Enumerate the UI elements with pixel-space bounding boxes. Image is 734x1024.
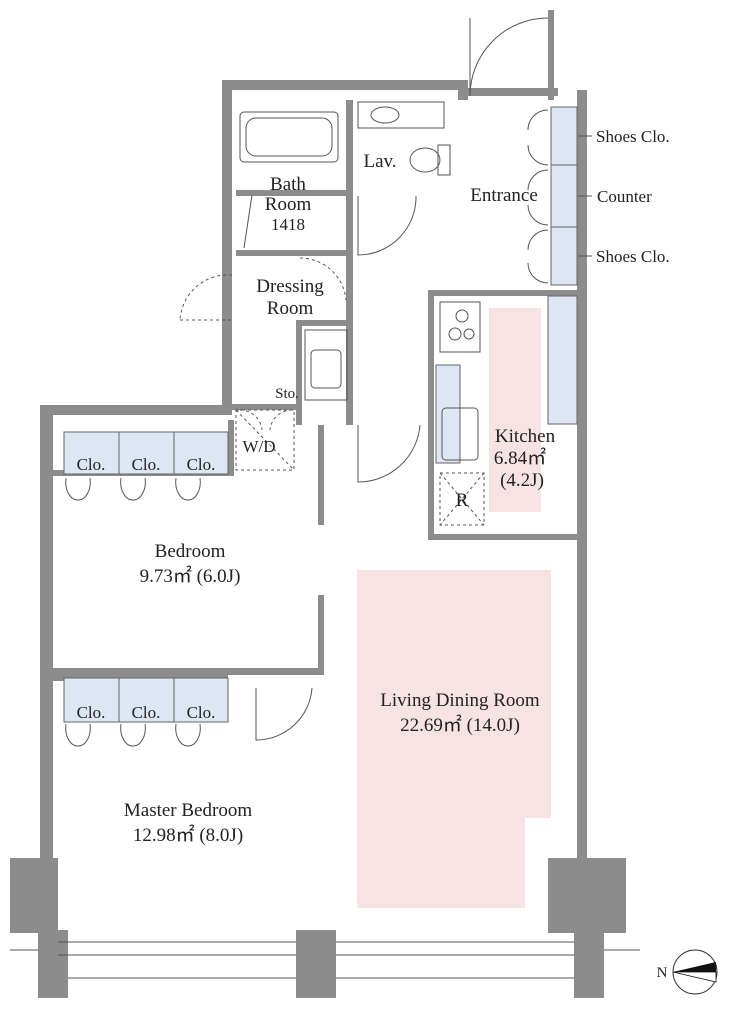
toilet: [357, 101, 451, 176]
wash-basin: [304, 329, 348, 401]
living-floor-highlight: [357, 570, 551, 908]
master-area: 12.98㎡ (8.0J): [133, 823, 243, 846]
ldk-label: Living Dining Room: [380, 690, 540, 711]
entrance-label: Entrance: [470, 185, 538, 206]
bedroom-closet-label-2: Clo.: [132, 455, 161, 474]
kitchen-area: 6.84㎡: [494, 446, 546, 469]
kitchen-label: Kitchen: [495, 426, 556, 447]
balcony: [10, 941, 640, 979]
bedroom-label: Bedroom: [155, 541, 226, 562]
storage-label: Sto.: [275, 386, 299, 402]
closet-doors: [65, 477, 201, 747]
refrigerator-icon: [439, 472, 485, 526]
bedroom-closets: [63, 431, 229, 475]
bath-label-2: Room: [265, 194, 312, 215]
north-arrow-icon: N: [657, 949, 718, 995]
kitchen-floor-highlight: [489, 308, 541, 512]
shoe-cabinets: [527, 106, 592, 286]
master-closet-label-1: Clo.: [77, 703, 106, 722]
lav-label: Lav.: [363, 151, 396, 172]
ldk-area: 22.69㎡ (14.0J): [400, 713, 520, 736]
shoes-closet-top-label: Shoes Clo.: [596, 127, 670, 146]
bath-label-1: Bath: [270, 174, 306, 195]
master-closet-label-2: Clo.: [132, 703, 161, 722]
washer-cross: [235, 409, 295, 471]
master-closet-label-3: Clo.: [187, 703, 216, 722]
dressing-label-2: Room: [267, 298, 314, 319]
washer-area: [235, 409, 295, 471]
kitchen-jo: (4.2J): [500, 470, 544, 491]
master-closets: [63, 677, 229, 723]
washer-label: W/D: [242, 437, 275, 456]
bedroom-closet-label-1: Clo.: [77, 455, 106, 474]
kitchen-cabinet: [547, 295, 578, 425]
shoes-closet-bottom-label: Shoes Clo.: [596, 247, 670, 266]
dressing-label-1: Dressing: [256, 276, 324, 297]
stove-icon: [439, 301, 481, 353]
refrigerator-label: R: [456, 490, 469, 511]
bath-size: 1418: [271, 215, 305, 234]
bedroom-area: 9.73㎡ (6.0J): [140, 564, 241, 587]
master-label: Master Bedroom: [124, 800, 252, 821]
bathtub: [239, 111, 339, 163]
north-label: N: [657, 965, 668, 981]
sink-icon: [435, 364, 479, 464]
bedroom-closet-label-3: Clo.: [187, 455, 216, 474]
doors: [179, 17, 549, 741]
counter-label: Counter: [597, 187, 652, 206]
walls: [10, 10, 626, 998]
